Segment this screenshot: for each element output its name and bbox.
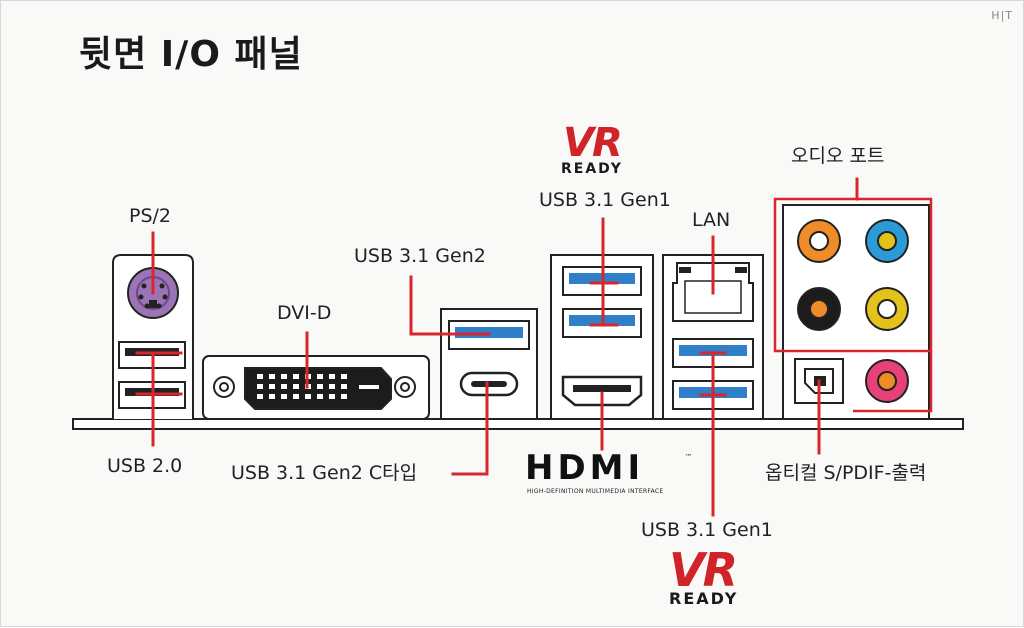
dvi-pin xyxy=(281,374,287,379)
dvi-pin xyxy=(329,394,335,399)
label-lan: LAN xyxy=(692,209,731,231)
label-usb20: USB 2.0 xyxy=(107,455,183,477)
dvi-pin xyxy=(329,384,335,389)
label-usb31gen2c: USB 3.1 Gen2 C타입 xyxy=(231,462,418,484)
dvi-pin xyxy=(257,384,263,389)
label-usb31gen2: USB 3.1 Gen2 xyxy=(354,245,486,267)
page-title: 뒷면 I/O 패널 xyxy=(79,34,303,75)
dvi-pin xyxy=(317,374,323,379)
corner-watermark: H|T xyxy=(991,9,1013,22)
dvi-pin xyxy=(281,384,287,389)
dvi-pin-grid xyxy=(257,374,379,399)
dvi-pin xyxy=(293,374,299,379)
callout-lines xyxy=(135,177,859,517)
ps2-pin xyxy=(162,294,168,300)
label-optical: 옵티컬 S/PDIF-출력 xyxy=(765,462,927,484)
lan-led-left xyxy=(679,267,691,273)
dvi-screw-right-hole xyxy=(400,382,410,392)
dvi-pin xyxy=(341,374,347,379)
usb31-gen1-port-bottom-1-tongue xyxy=(679,345,747,356)
dvi-pin xyxy=(257,374,263,379)
audio-jack-yellow-hole xyxy=(877,299,897,319)
ps2-pin xyxy=(156,303,162,309)
hdmi-trademark: ™ xyxy=(685,453,692,461)
label-audio: 오디오 포트 xyxy=(791,145,885,167)
dvi-pin xyxy=(317,394,323,399)
ps2-key xyxy=(149,300,157,308)
hdmi-logo-subtitle: HIGH-DEFINITION MULTIMEDIA INTERFACE xyxy=(527,488,664,495)
dvi-pin xyxy=(341,394,347,399)
vr-ready-logo-top: VR xyxy=(563,120,623,166)
audio-jack-pink-hole xyxy=(877,371,897,391)
dvi-pin xyxy=(305,394,311,399)
audio-jack-blue-hole xyxy=(877,231,897,251)
dvi-pin xyxy=(269,374,275,379)
audio-group-frame-lower xyxy=(853,351,933,413)
usb-typec-tongue xyxy=(471,381,507,387)
audio-group-frame xyxy=(773,197,933,353)
label-usb31gen1-top: USB 3.1 Gen1 xyxy=(539,189,671,211)
dvi-pin xyxy=(317,384,323,389)
vr-ready-text-bottom: READY xyxy=(669,589,739,608)
io-base-plate xyxy=(72,418,964,430)
ps2-pin xyxy=(144,303,150,309)
dvi-pin xyxy=(341,384,347,389)
vr-ready-text-top: READY xyxy=(561,161,623,177)
dvi-pin xyxy=(281,394,287,399)
dvi-pin xyxy=(293,394,299,399)
ps2-pin xyxy=(159,283,165,289)
dvi-pin xyxy=(269,394,275,399)
label-ps2: PS/2 xyxy=(129,205,172,227)
label-dvid: DVI-D xyxy=(277,302,332,324)
dvi-screw-left-hole xyxy=(219,382,229,392)
dvi-pin xyxy=(269,384,275,389)
lan-led-right xyxy=(735,267,747,273)
audio-jack-orange-hole xyxy=(809,231,829,251)
dvi-blade xyxy=(359,385,379,389)
ps2-pin xyxy=(141,283,147,289)
vr-ready-logo-bottom: VR xyxy=(669,543,738,597)
callout-typec xyxy=(451,381,489,476)
dvi-pin xyxy=(257,394,263,399)
label-usb31gen1-bottom: USB 3.1 Gen1 xyxy=(641,519,773,541)
audio-jack-black-hole xyxy=(809,299,829,319)
ps2-pin xyxy=(138,294,144,300)
hdmi-logo: HDMI xyxy=(525,448,645,488)
callout-usb31gen2 xyxy=(409,275,491,336)
dvi-pin xyxy=(329,374,335,379)
hdmi-port-tongue xyxy=(573,385,631,392)
dvi-pin xyxy=(293,384,299,389)
